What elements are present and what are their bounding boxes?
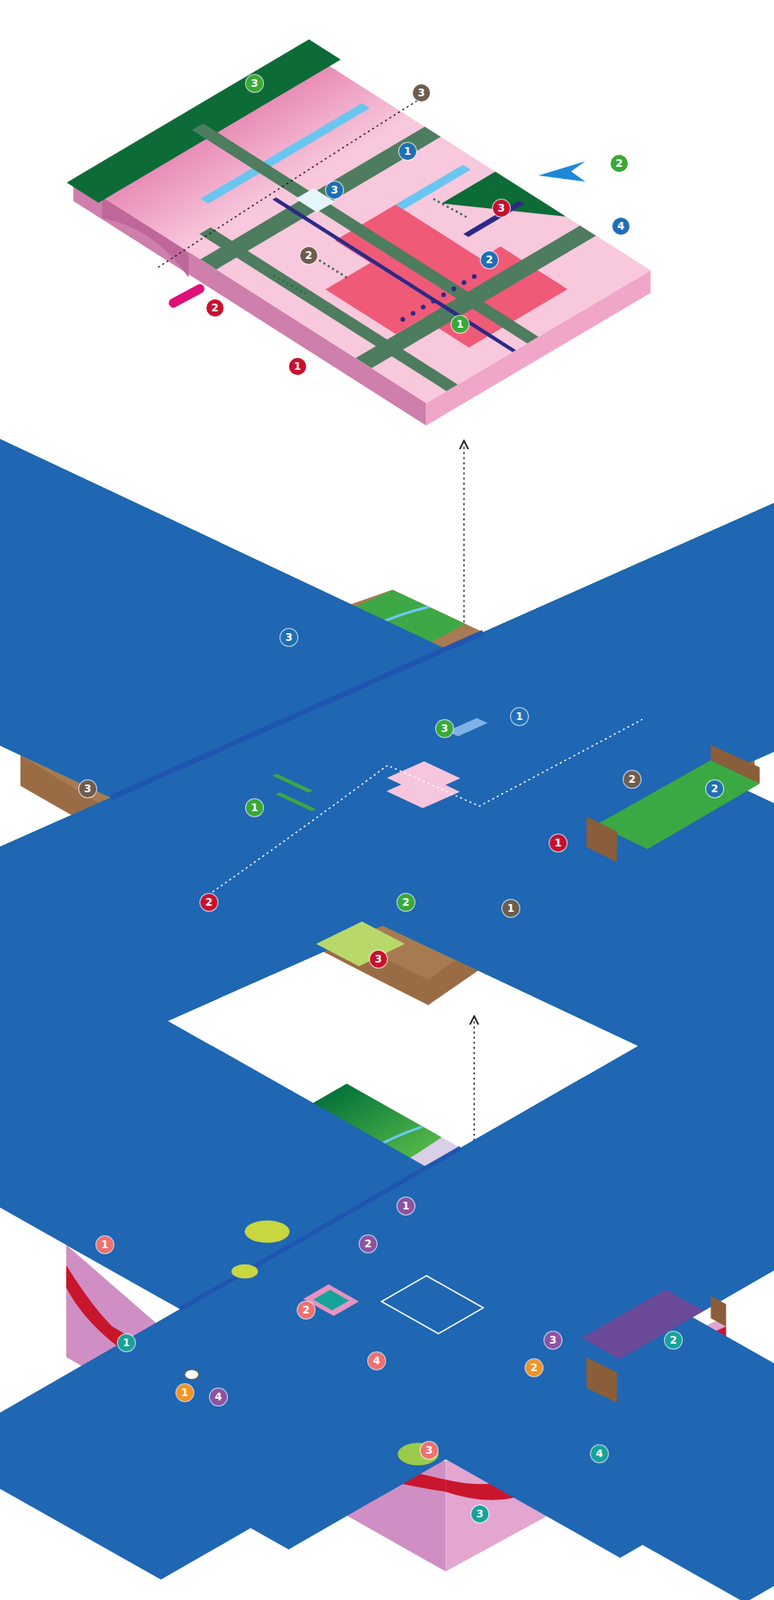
- callout-number: 2: [664, 1331, 682, 1349]
- callout-number: 1: [176, 1383, 194, 1401]
- callout-number: 2: [297, 1301, 315, 1319]
- callout-number: 3: [412, 84, 430, 102]
- callout-number: 1: [510, 707, 529, 725]
- callout-number: 2: [480, 251, 498, 269]
- callout-number: 3: [245, 74, 264, 93]
- callout-number: 3: [369, 950, 387, 968]
- callout-number: 2: [706, 780, 724, 798]
- callout-number: 3: [420, 1441, 438, 1459]
- callout-number: 2: [610, 154, 628, 172]
- callout-number: 2: [200, 893, 218, 911]
- callout-number: 1: [451, 315, 469, 333]
- callout-number: 2: [525, 1358, 543, 1376]
- callout-number: 3: [280, 628, 298, 646]
- callout-number: 3: [325, 181, 344, 199]
- callout-number: 4: [590, 1444, 609, 1462]
- callout-number: 4: [612, 217, 630, 235]
- callout-number: 1: [96, 1235, 114, 1254]
- callout-number: 3: [79, 780, 97, 798]
- callout-number: 1: [502, 899, 520, 917]
- callout-number: 4: [368, 1351, 386, 1370]
- callout-number: 3: [436, 719, 454, 738]
- callout-number: 4: [209, 1388, 228, 1406]
- callout-number: 2: [623, 770, 641, 788]
- callout-number: 2: [397, 893, 415, 911]
- callout-number: 1: [288, 357, 307, 375]
- callout-number: 2: [300, 246, 318, 265]
- callout-number: 3: [544, 1331, 562, 1349]
- callout-number: 1: [397, 1197, 415, 1215]
- callout-number: 1: [549, 834, 567, 852]
- callout-number: 1: [245, 798, 264, 817]
- callout-number: 1: [117, 1333, 136, 1352]
- callout-number: 3: [471, 1505, 489, 1523]
- callout-number: 2: [206, 299, 224, 317]
- callout-number: 1: [399, 142, 417, 160]
- callout-number: 3: [492, 199, 510, 217]
- callout-number: 2: [359, 1234, 377, 1253]
